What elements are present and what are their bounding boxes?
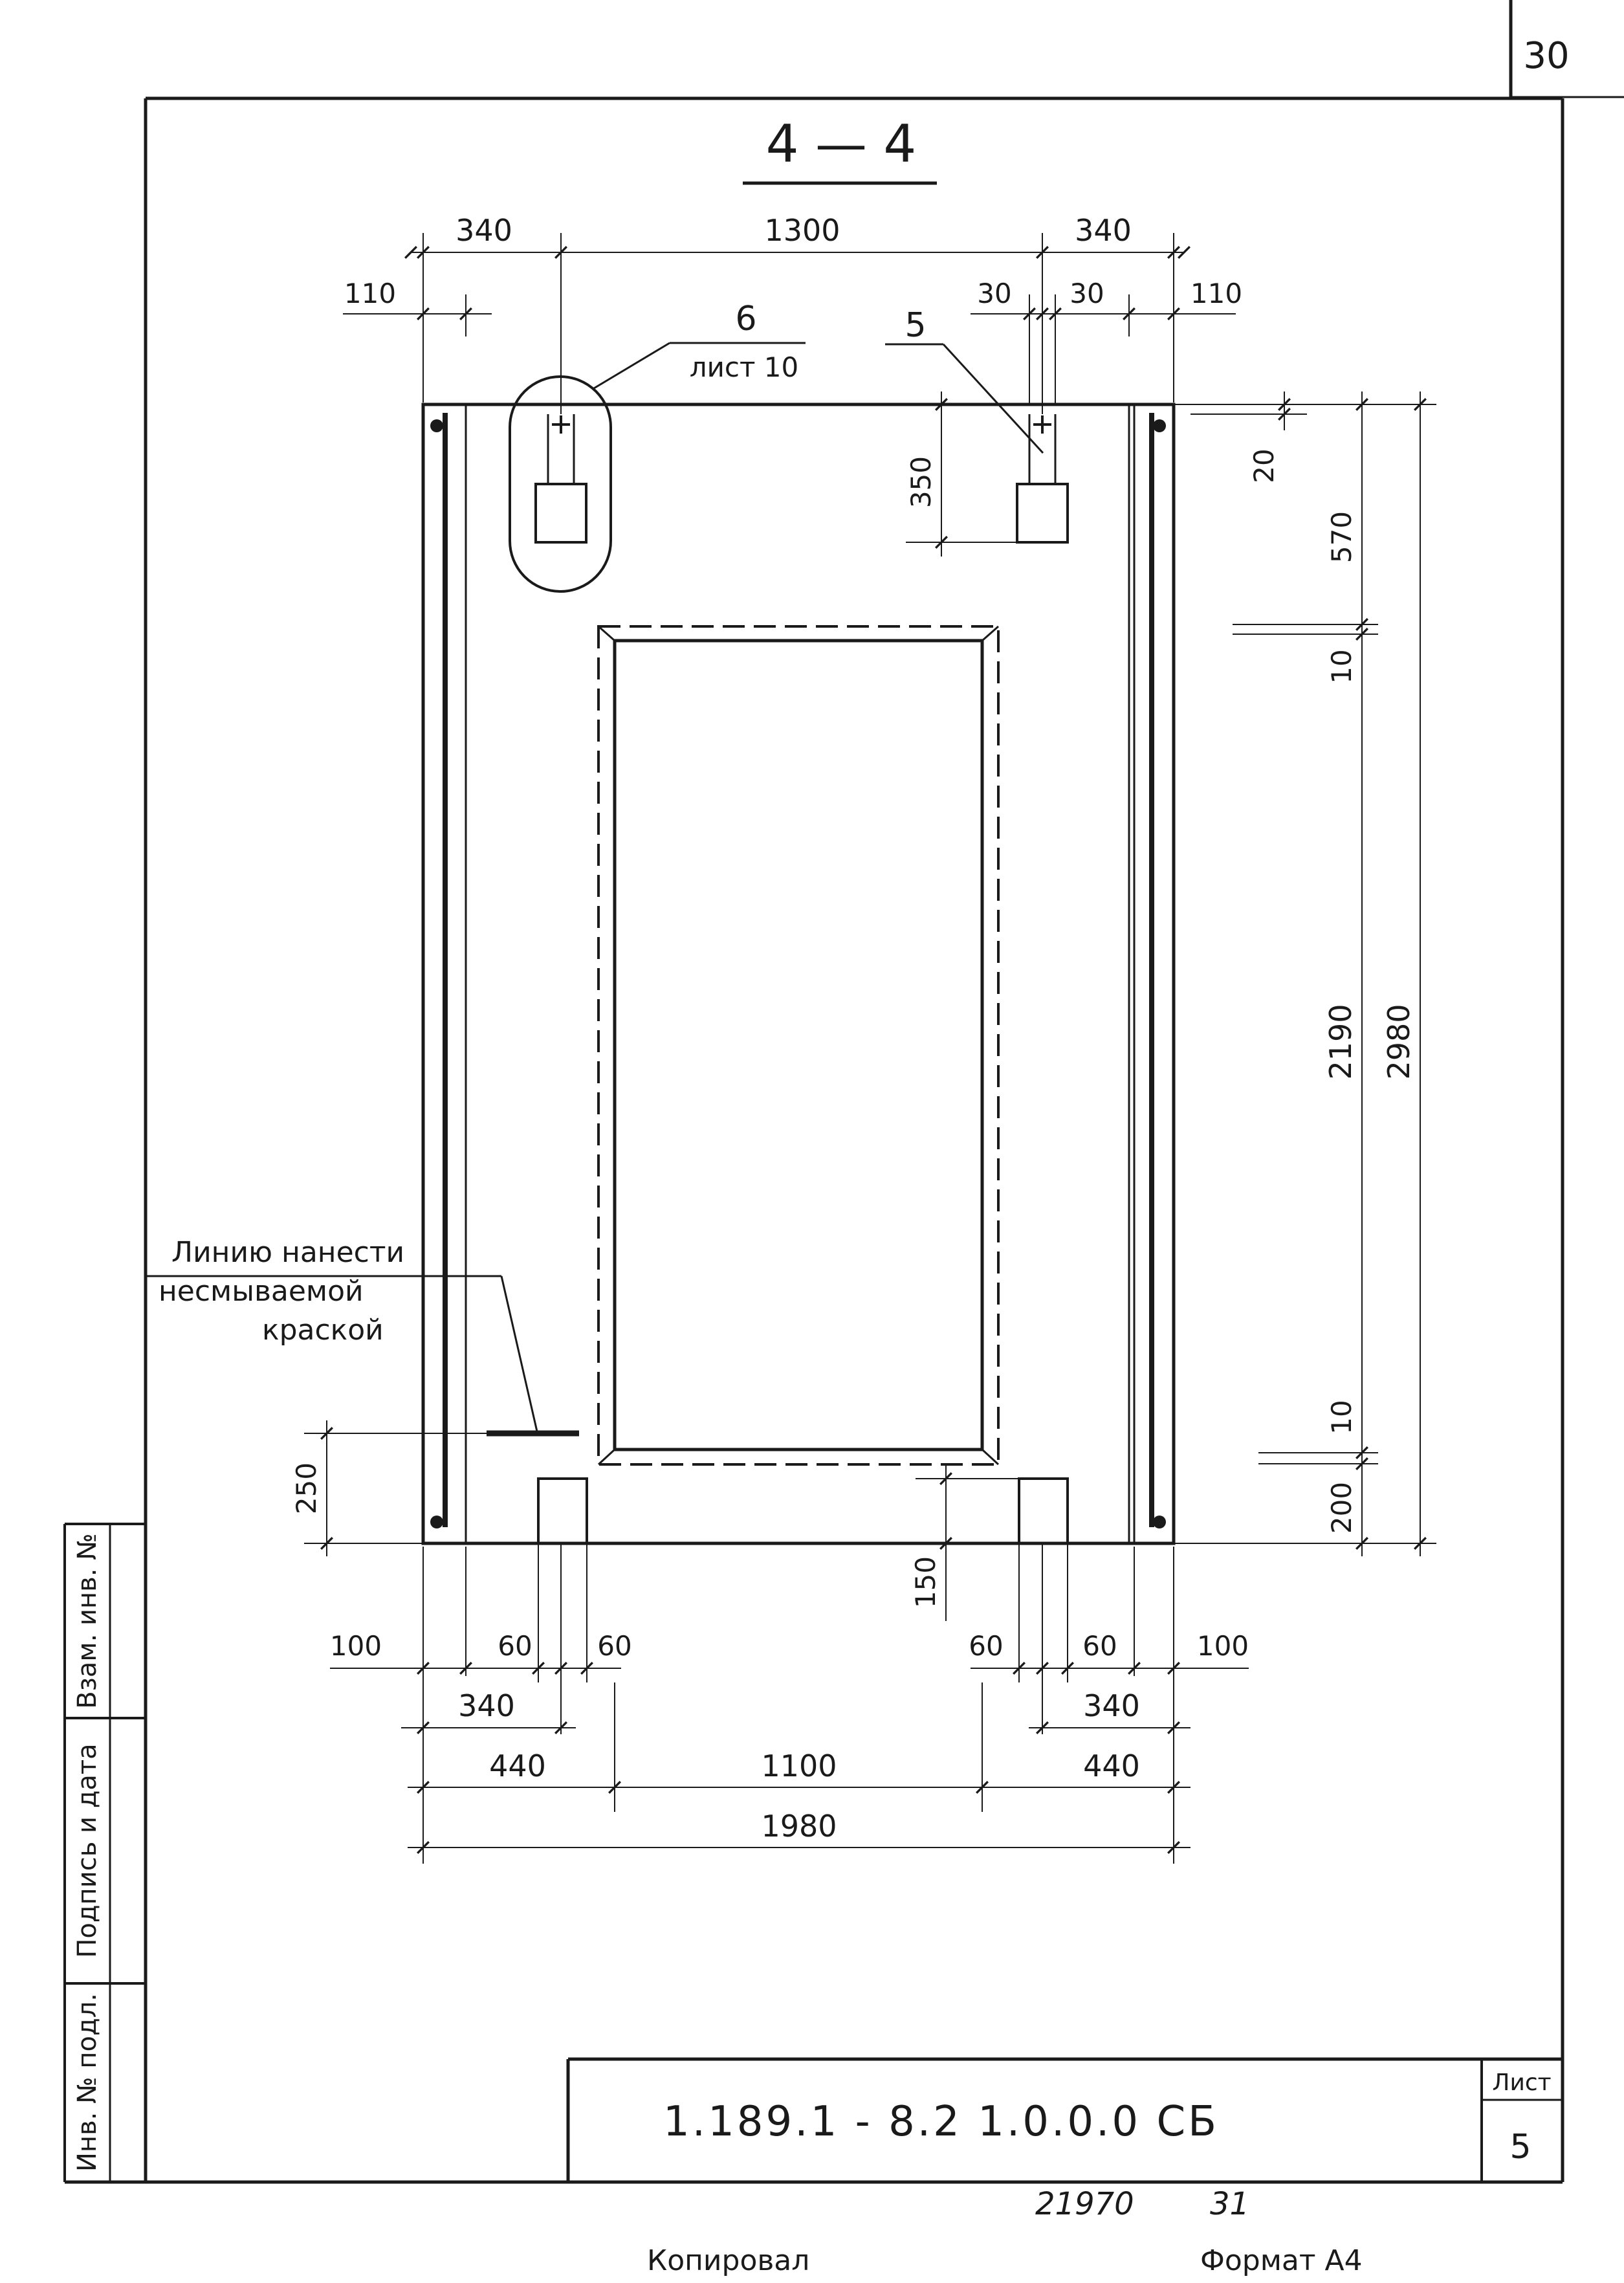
dim-right-2190: 2190 (1323, 1004, 1358, 1079)
drawing-code: 1.189.1 - 8.2 1.0.0.0 СБ (663, 2098, 1219, 2146)
note-line-2: несмываемой (159, 1275, 364, 1308)
dim-right-200: 200 (1326, 1482, 1357, 1534)
dim-bot-1100: 1100 (761, 1748, 837, 1783)
dim-bot-100-right: 100 (1197, 1630, 1249, 1662)
dim-top-right-30b: 30 (1070, 278, 1104, 309)
dim-left-350: 350 (905, 456, 937, 508)
dim-bot-1980: 1980 (761, 1809, 837, 1844)
note-line-1: Линию нанести (171, 1236, 404, 1269)
wall-panel (421, 403, 1176, 1545)
sheet-frame (65, 0, 1624, 2184)
copied-label: Копировал (647, 2244, 809, 2277)
dim-right-10-bottom: 10 (1326, 1400, 1357, 1434)
order-suffix: 31 (1210, 2186, 1249, 2222)
stamp-podpis-label: Подпись и дата (72, 1743, 102, 1958)
order-number: 21970 (1035, 2186, 1134, 2222)
callout-6-sheet: лист 10 (690, 351, 799, 383)
dim-bot-440-right: 440 (1083, 1748, 1140, 1783)
note-line-3: краской (262, 1314, 384, 1347)
dim-bot-100-left: 100 (330, 1630, 382, 1662)
dim-bot-340-right: 340 (1083, 1688, 1140, 1723)
dim-top-left-340: 340 (455, 213, 512, 248)
callout-6-leader (593, 342, 670, 390)
dim-bot-60-a: 60 (498, 1630, 532, 1662)
dimension-lines-right (1174, 392, 1436, 1556)
dim-right-20: 20 (1248, 448, 1280, 483)
dim-right-570: 570 (1326, 511, 1357, 563)
dim-bot-60-b: 60 (597, 1630, 631, 1662)
dim-top-right-30a: 30 (977, 278, 1011, 309)
mounting-block-right (1018, 1477, 1069, 1545)
callout-5-number: 5 (905, 306, 926, 345)
dim-top-right-110: 110 (1191, 278, 1242, 309)
format-label: Формат А4 (1200, 2244, 1363, 2277)
dim-right-2980: 2980 (1381, 1004, 1416, 1079)
sheet-label: Лист (1492, 2069, 1551, 2096)
callout-5-leader (942, 343, 1044, 454)
dimension-lines-left (304, 392, 1022, 1621)
page-number: 30 (1523, 35, 1569, 77)
dim-left-250: 250 (291, 1462, 322, 1514)
sheet-number: 5 (1509, 2128, 1531, 2167)
section-title: 4 — 4 (766, 114, 917, 174)
dim-bot-340-left: 340 (458, 1688, 515, 1723)
dimension-lines-top (343, 233, 1236, 414)
dim-mid-150: 150 (910, 1556, 941, 1608)
side-stamp (63, 1523, 146, 2182)
dim-bot-60-d: 60 (1082, 1630, 1117, 1662)
stamp-vzam-label: Взам. инв. № (72, 1533, 102, 1709)
dim-top-1300: 1300 (764, 213, 840, 248)
mounting-block-left (537, 1477, 588, 1545)
stamp-inv-podl-label: Инв. № подл. (72, 1993, 102, 2172)
dim-bot-440-left: 440 (489, 1748, 546, 1783)
dim-right-10-top: 10 (1326, 649, 1357, 683)
dimension-lines-bottom (330, 1543, 1249, 1864)
lifting-loop-right (1016, 414, 1069, 544)
dim-top-left-110: 110 (344, 278, 396, 309)
door-opening (597, 625, 1000, 1466)
dim-bot-60-c: 60 (969, 1630, 1003, 1662)
dim-top-right-340: 340 (1075, 213, 1132, 248)
note-leader (500, 1275, 538, 1432)
callout-6-number: 6 (735, 300, 756, 338)
title-block (566, 2057, 1563, 2182)
